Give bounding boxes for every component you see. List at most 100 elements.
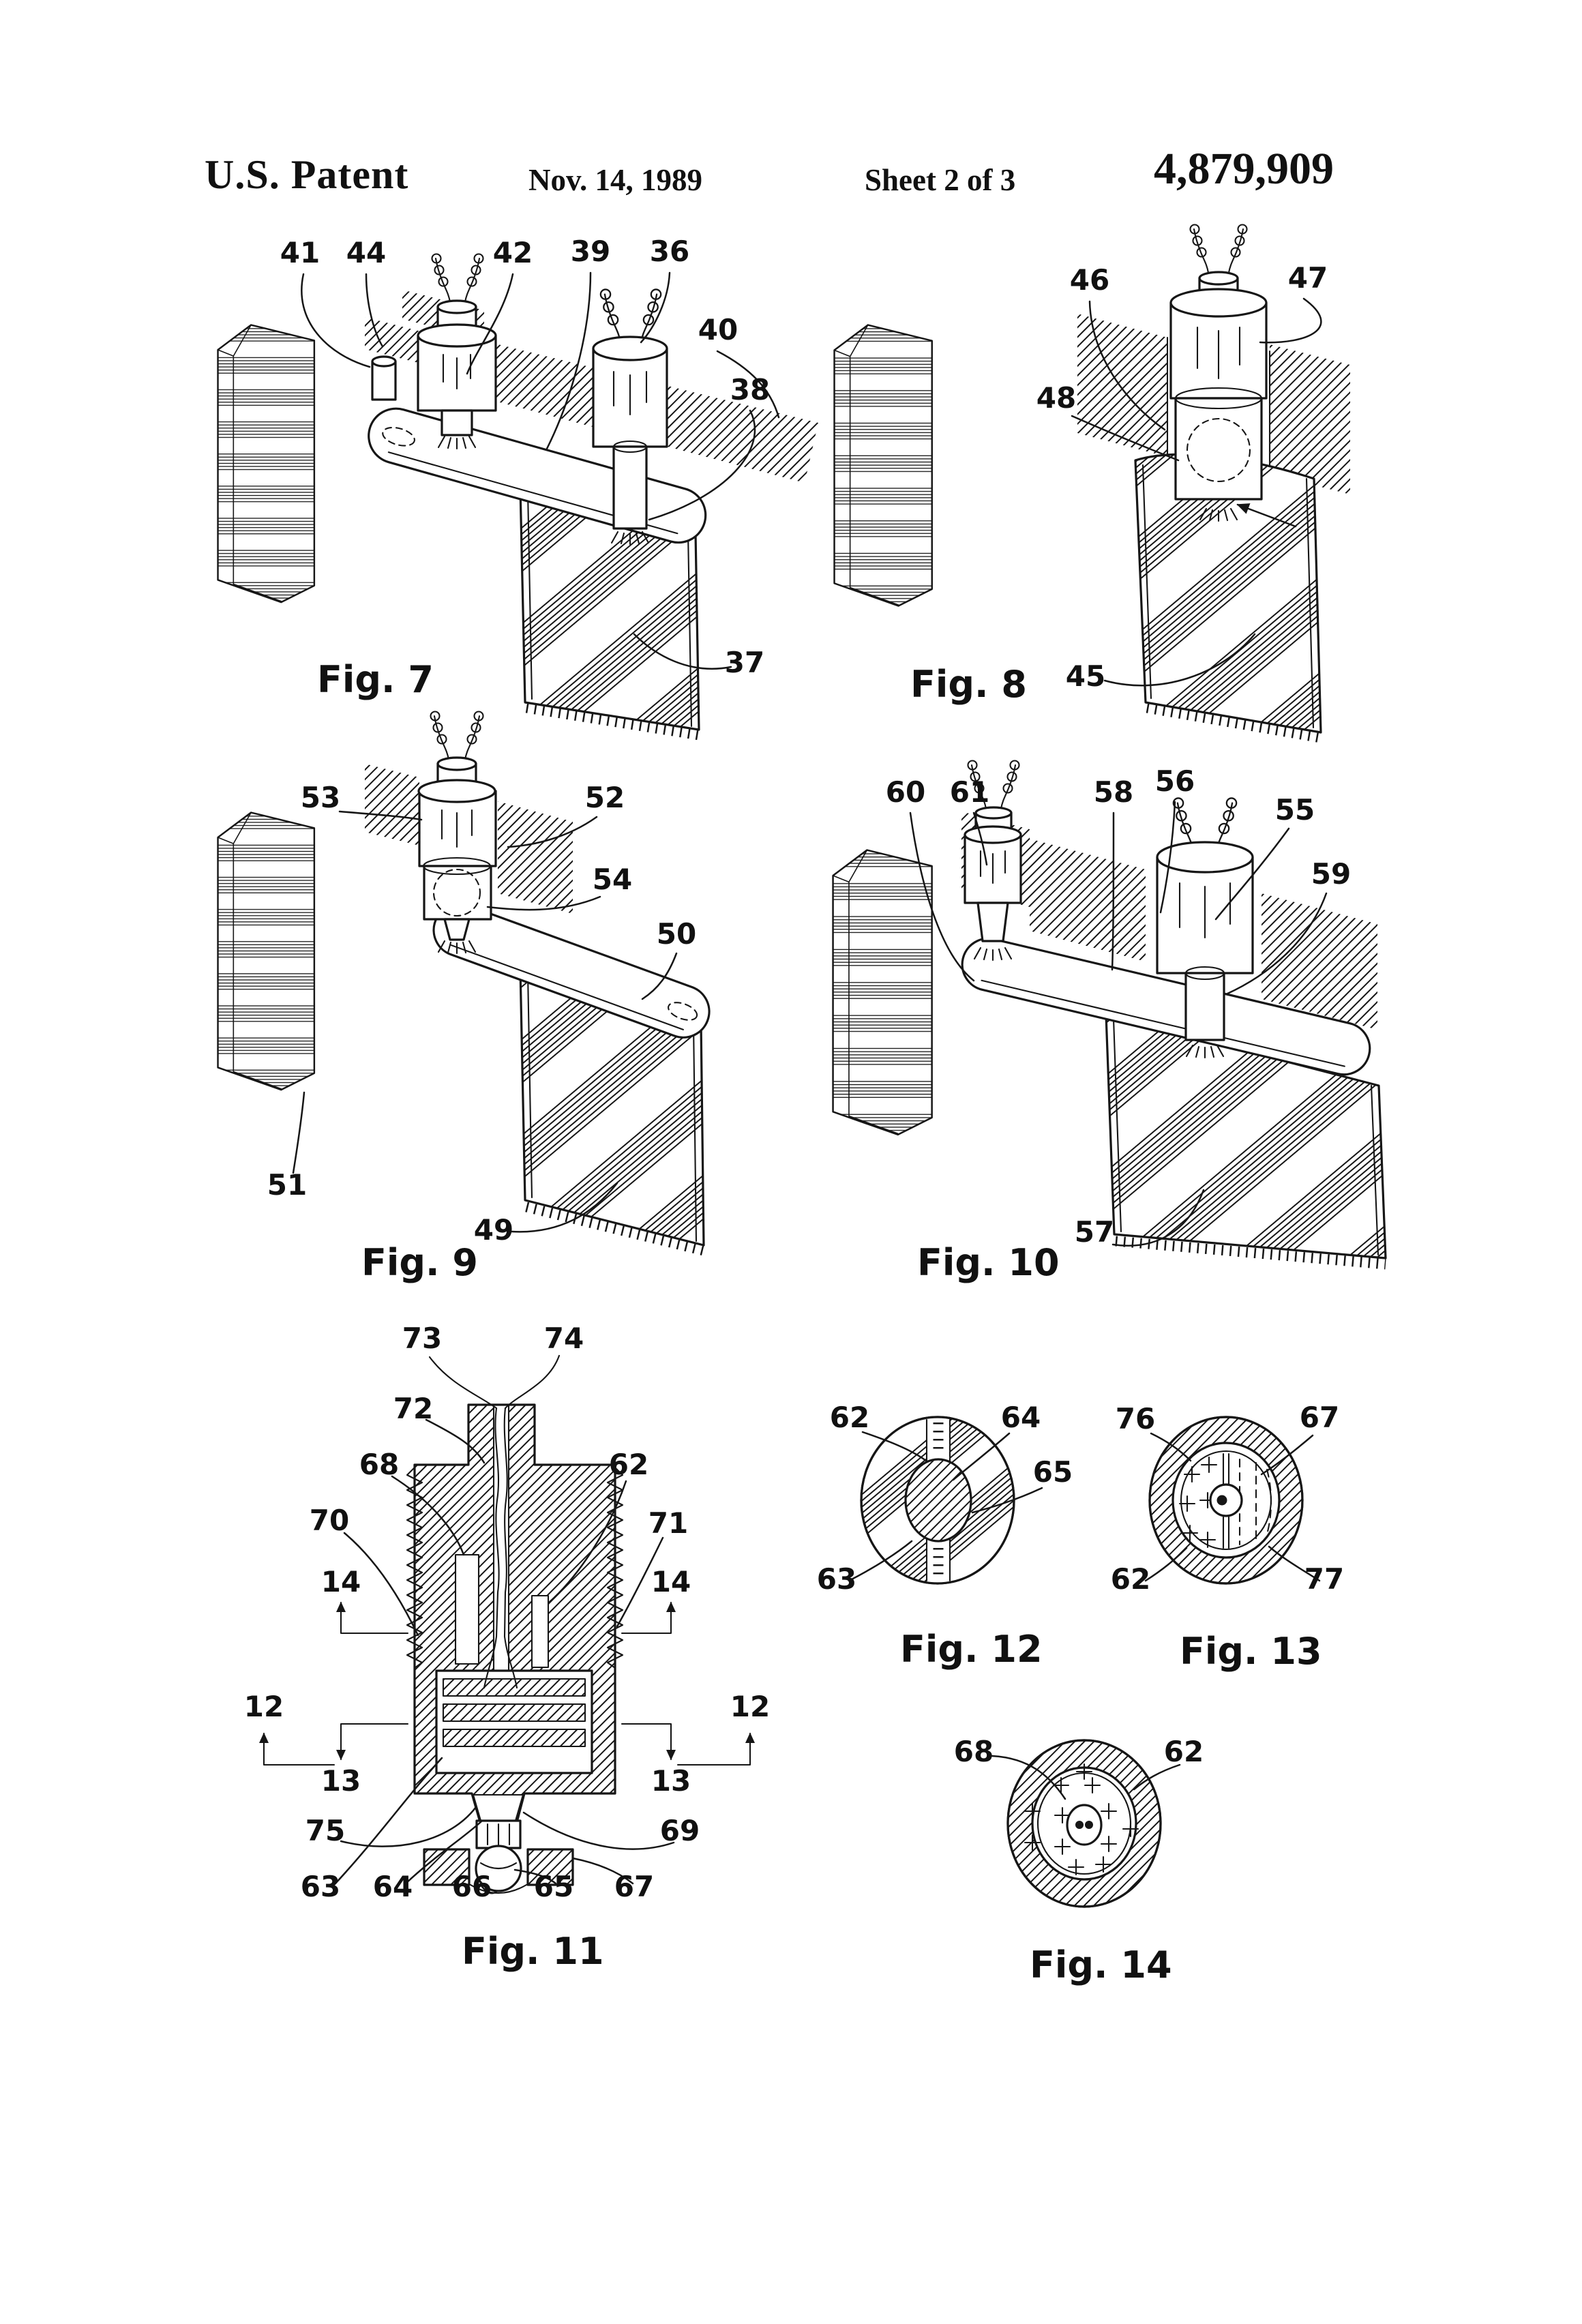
spray-strip — [1134, 453, 1322, 743]
fig12-ref-63: 63 — [817, 1562, 856, 1596]
lure-device-large — [1156, 797, 1254, 1059]
mounting-arm — [432, 903, 711, 1039]
fig11-ref-13-left: 13 — [321, 1764, 361, 1798]
wall-hatching — [365, 764, 573, 914]
fig11-ref-62: 62 — [609, 1448, 648, 1481]
figure-12-drawing: 62 64 65 63 Fig. 12 — [817, 1401, 1073, 1671]
spray-strip — [1105, 1013, 1387, 1270]
fig9-ref-54: 54 — [593, 863, 632, 896]
fig11-caption: Fig. 11 — [462, 1930, 604, 1973]
fig10-ref-56: 56 — [1155, 764, 1195, 798]
fig11-ref-75: 75 — [305, 1814, 345, 1847]
fig10-ref-59: 59 — [1311, 857, 1351, 891]
fig11-ref-67: 67 — [614, 1870, 654, 1903]
fig13-ref-76: 76 — [1116, 1402, 1155, 1435]
fig9-ref-49: 49 — [474, 1213, 513, 1247]
mounting-pin — [371, 355, 397, 401]
mounting-bar — [961, 937, 1371, 1076]
patent-number: 4,879,909 — [1154, 144, 1334, 194]
fig7-caption: Fig. 7 — [317, 658, 434, 701]
swivel-ball-assembly — [423, 1793, 574, 1894]
fig9-ref-50: 50 — [657, 917, 696, 951]
fig7-ref-37: 37 — [725, 646, 764, 679]
fig7-ref-38: 38 — [730, 373, 770, 406]
fig11-ref-14-right: 14 — [651, 1565, 691, 1598]
spray-strip — [519, 967, 705, 1256]
fig8-ref-47: 47 — [1288, 261, 1328, 295]
fig7-ref-36: 36 — [650, 235, 689, 268]
fig13-ref-67: 67 — [1300, 1401, 1339, 1434]
fig11-ref-14-left: 14 — [321, 1565, 361, 1598]
section-line-brackets — [259, 1601, 755, 1766]
figure-8-drawing: 46 47 48 45 Fig. 8 — [833, 224, 1350, 743]
lure-device — [1169, 224, 1268, 522]
fig11-ref-65: 65 — [534, 1870, 573, 1903]
fig12-caption: Fig. 12 — [900, 1628, 1043, 1671]
figure-10-drawing: 60 61 58 56 55 59 57 Fig. 10 — [832, 760, 1387, 1284]
lure-device-right — [592, 288, 668, 546]
fig7-ref-44: 44 — [346, 236, 386, 269]
fig8-reference-numerals: 46 47 48 45 — [1036, 261, 1328, 693]
fig9-ref-51: 51 — [267, 1168, 307, 1202]
fig10-ref-58: 58 — [1094, 775, 1133, 809]
patent-office-title: U.S. Patent — [205, 152, 409, 197]
fig14-ref-68: 68 — [954, 1735, 994, 1768]
fig11-ref-12-right: 12 — [730, 1690, 770, 1723]
fig9-reference-numerals: 53 52 54 50 51 49 — [267, 781, 696, 1247]
electrode-wires — [428, 1354, 561, 1689]
fig10-ref-55: 55 — [1275, 793, 1315, 826]
fig12-ref-65: 65 — [1033, 1455, 1073, 1489]
fig8-ref-48: 48 — [1036, 381, 1076, 415]
sheet-number: Sheet 2 of 3 — [865, 163, 1016, 197]
leader-lines — [848, 1431, 1043, 1582]
fig9-caption: Fig. 9 — [361, 1241, 478, 1284]
fig12-ref-64: 64 — [1001, 1401, 1041, 1434]
leader-lines — [991, 1755, 1181, 1800]
cross-section-disc — [1006, 1739, 1162, 1908]
fig11-ref-66: 66 — [452, 1870, 492, 1903]
fig10-ref-61: 61 — [950, 775, 989, 809]
figure-14-drawing: 68 62 Fig. 14 — [954, 1735, 1204, 1986]
fig7-ref-39: 39 — [571, 235, 610, 268]
fig7-ref-40: 40 — [698, 313, 738, 346]
fig10-reference-numerals: 60 61 58 56 55 59 57 — [886, 764, 1351, 1249]
lure-device — [417, 711, 497, 955]
figure-7-drawing: 41 44 42 39 36 40 38 37 Fig. 7 — [217, 235, 818, 741]
fig13-ref-62: 62 — [1111, 1562, 1150, 1596]
fig9-ref-52: 52 — [585, 781, 625, 814]
fig11-ref-63: 63 — [301, 1870, 340, 1903]
fig9-ref-53: 53 — [301, 781, 340, 814]
fig12-ref-62: 62 — [830, 1401, 869, 1434]
fig11-ref-72: 72 — [393, 1392, 433, 1425]
fig8-ref-45: 45 — [1066, 659, 1105, 693]
fig7-ref-42: 42 — [493, 236, 533, 269]
fig13-ref-77: 77 — [1304, 1562, 1344, 1596]
fig12-reference-numerals: 62 64 65 63 — [817, 1401, 1073, 1596]
leader-lines — [909, 801, 1328, 1247]
fig10-caption: Fig. 10 — [917, 1241, 1060, 1284]
cross-section-disc — [1148, 1416, 1304, 1585]
leader-lines — [1071, 297, 1322, 687]
fig11-ref-13-right: 13 — [651, 1764, 691, 1798]
figure-9-drawing: 53 52 54 50 51 49 Fig. 9 — [217, 711, 711, 1284]
figure-13-drawing: 76 67 62 77 Fig. 13 — [1111, 1401, 1344, 1673]
hexagonal-post — [832, 849, 933, 1136]
fig8-caption: Fig. 8 — [910, 663, 1027, 706]
leader-lines — [301, 271, 780, 670]
fig11-ref-68: 68 — [359, 1448, 399, 1481]
fig11-ref-64: 64 — [373, 1870, 413, 1903]
fig11-ref-70: 70 — [310, 1504, 349, 1537]
fig11-ref-74: 74 — [544, 1322, 584, 1355]
leader-lines — [1144, 1432, 1321, 1582]
valve-body-section — [406, 1403, 624, 1823]
fig11-reference-numerals: 73 74 72 68 62 70 71 14 14 12 12 13 13 7… — [244, 1322, 770, 1903]
spray-strip — [519, 486, 700, 741]
hexagonal-post — [217, 811, 316, 1091]
fig14-ref-62: 62 — [1164, 1735, 1204, 1768]
fig10-ref-60: 60 — [886, 775, 925, 809]
fig11-ref-69: 69 — [660, 1814, 700, 1847]
figure-11-drawing: 73 74 72 68 62 70 71 14 14 12 12 13 13 7… — [244, 1322, 770, 1973]
fig14-caption: Fig. 14 — [1030, 1943, 1172, 1986]
lure-device-small — [964, 760, 1022, 962]
hexagonal-post — [217, 324, 316, 604]
